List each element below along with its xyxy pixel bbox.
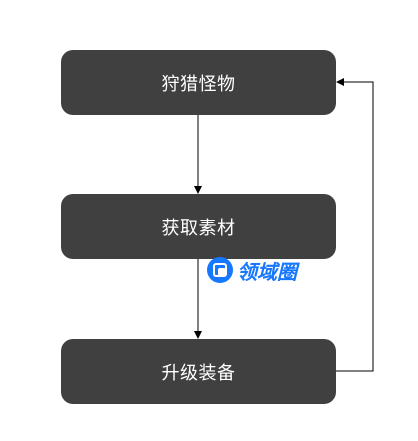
node-label: 获取素材 [161, 217, 236, 239]
node-upgrade-equipment: 升级装备 [61, 339, 336, 404]
watermark-logo-icon [207, 257, 233, 283]
node-label: 升级装备 [161, 362, 236, 384]
node-gather-materials: 获取素材 [61, 194, 336, 259]
node-label: 狩猎怪物 [161, 73, 236, 95]
node-hunt-monsters: 狩猎怪物 [61, 50, 336, 115]
watermark-text: 领域圈 [237, 259, 297, 284]
watermark: 领域圈 [207, 255, 297, 285]
edge-upgrade-to-hunt [336, 78, 374, 372]
